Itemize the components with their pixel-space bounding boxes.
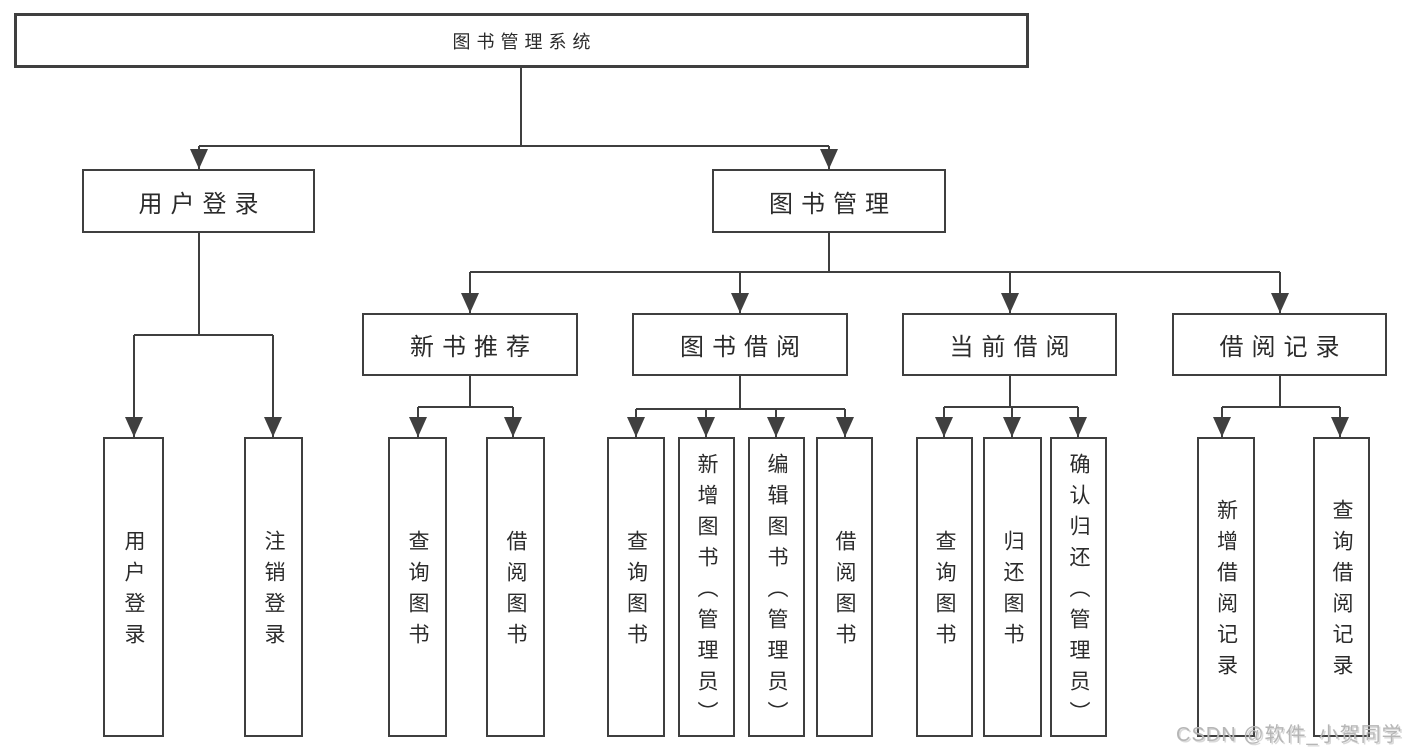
node-book-borrow-label: 图书借阅: [680, 334, 808, 361]
node-book-management-label: 图书管理: [769, 190, 897, 218]
node-leaf-user-login: 用户登录: [103, 437, 164, 737]
node-new-book-recommend-label: 新书推荐: [410, 334, 538, 361]
tree-branch-lines: [125, 68, 1349, 437]
node-leaf-edit-book-admin-label: 编辑图书（管理员）: [765, 452, 788, 732]
node-leaf-borrow-borrow-book: 借阅图书: [816, 437, 873, 737]
node-leaf-logout: 注销登录: [244, 437, 303, 737]
node-leaf-user-login-label: 用户登录: [122, 530, 145, 654]
node-user-login: 用户登录: [82, 169, 315, 233]
node-library-system: 图书管理系统: [14, 13, 1029, 68]
node-current-borrow-label: 当前借阅: [949, 334, 1078, 361]
node-leaf-current-query-book-label: 查询图书: [933, 530, 956, 654]
node-leaf-borrow-borrow-book-label: 借阅图书: [833, 530, 856, 654]
node-current-borrow: 当前借阅: [902, 313, 1117, 376]
node-leaf-logout-label: 注销登录: [262, 530, 285, 654]
node-leaf-add-borrow-record: 新增借阅记录: [1197, 437, 1255, 737]
node-book-borrow: 图书借阅: [632, 313, 848, 376]
node-leaf-confirm-return-admin: 确认归还（管理员）: [1050, 437, 1107, 737]
node-leaf-recommend-borrow-book: 借阅图书: [486, 437, 545, 737]
node-leaf-add-borrow-record-label: 新增借阅记录: [1214, 499, 1238, 685]
node-leaf-confirm-return-admin-label: 确认归还（管理员）: [1067, 452, 1090, 732]
node-library-system-label: 图书管理系统: [452, 31, 597, 52]
node-leaf-query-borrow-record: 查询借阅记录: [1313, 437, 1370, 737]
node-borrow-record-label: 借阅记录: [1219, 334, 1348, 361]
node-new-book-recommend: 新书推荐: [362, 313, 578, 376]
node-leaf-edit-book-admin: 编辑图书（管理员）: [748, 437, 805, 737]
csdn-watermark: CSDN @软件_小贺同学: [1176, 724, 1403, 746]
node-book-management: 图书管理: [712, 169, 946, 233]
node-leaf-add-book-admin-label: 新增图书（管理员）: [695, 452, 718, 732]
node-leaf-recommend-query-book-label: 查询图书: [406, 530, 429, 654]
node-leaf-current-query-book: 查询图书: [916, 437, 973, 737]
node-leaf-recommend-borrow-book-label: 借阅图书: [504, 530, 527, 654]
node-user-login-label: 用户登录: [138, 190, 267, 218]
node-leaf-recommend-query-book: 查询图书: [388, 437, 447, 737]
node-leaf-borrow-query-book-label: 查询图书: [624, 530, 648, 654]
node-leaf-return-book-label: 归还图书: [1001, 530, 1024, 654]
node-leaf-query-borrow-record-label: 查询借阅记录: [1330, 499, 1353, 685]
node-borrow-record: 借阅记录: [1172, 313, 1387, 376]
node-leaf-return-book: 归还图书: [983, 437, 1042, 737]
node-leaf-borrow-query-book: 查询图书: [607, 437, 665, 737]
node-leaf-add-book-admin: 新增图书（管理员）: [678, 437, 735, 737]
